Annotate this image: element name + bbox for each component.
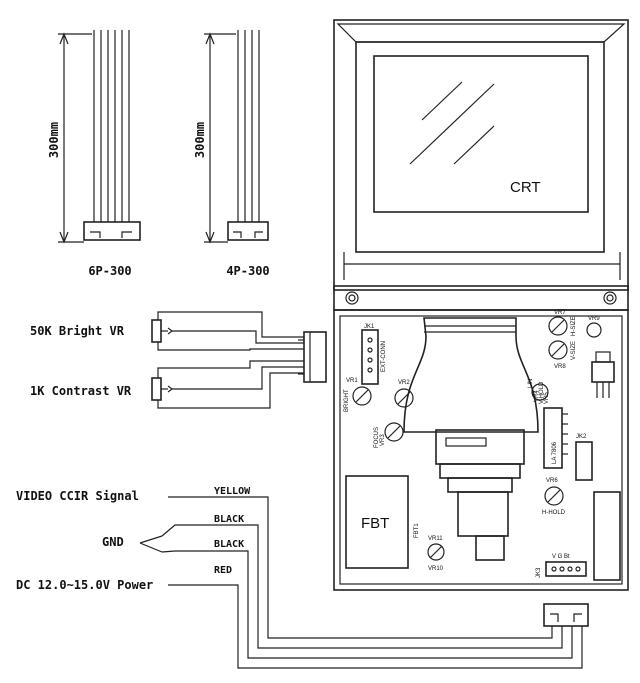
video-signal-label: VIDEO CCIR Signal [16,489,139,503]
vr10-label: VR10 [428,566,444,572]
vsize-label: V-SIZE [571,341,577,360]
monitor-board: CRT JK1 EXT-CONN VR1 BRI [333,19,629,591]
connector-jk1-plug [298,331,327,383]
bright-vr: 50K Bright VR [30,311,304,351]
jk2-label: JK2 [576,434,587,440]
cable-4p: 300mm 4P-300 [193,30,270,278]
fbt1-label: FBT1 [414,523,420,538]
wire-black1-label: BLACK [214,514,244,525]
wire-yellow-label: YELLOW [214,486,251,497]
hhold-label: H-HOLD [542,510,566,516]
power-wiring: VIDEO CCIR Signal GND DC 12.0~15.0V Powe… [16,486,589,669]
vr2-label: VR2 [398,380,410,386]
vr11-label: VR11 [428,536,443,542]
crt-label: CRT [510,179,541,196]
focus-label: FOCUS [374,427,380,448]
vr8-label: VR8 [554,364,566,370]
bright-vr-label: 50K Bright VR [30,324,125,338]
fbt-label: FBT [361,515,389,532]
jk3-label: JK3 [536,567,542,578]
hsize-label: H-SIZE [571,316,577,336]
ic-label: LA 7806 [552,441,558,464]
cable-4p-length: 300mm [193,122,207,158]
cable-4p-name: 4P-300 [226,264,269,278]
vhold-label: V-HOLD [539,381,545,404]
vr3-label: VR3 [380,434,386,446]
vr1-label: VR1 [346,378,358,384]
ext-conn-label: EXT-CONN [381,341,387,372]
gnd-label: GND [102,535,124,549]
contrast-vr: 1K Contrast VR [30,360,304,409]
bright-board-label: BRIGHT [344,389,350,412]
contrast-vr-label: 1K Contrast VR [30,384,132,398]
vr6-label: VR6 [546,478,558,484]
vr4-label: VR4 [534,390,540,402]
vr5-label: VR5 [544,392,550,404]
lin-label: LIN [528,379,534,388]
wire-red-label: RED [214,565,232,576]
cable-6p-length: 300mm [47,122,61,158]
cable-6p-name: 6P-300 [88,264,131,278]
power-label: DC 12.0~15.0V Power [16,578,153,592]
vr7-label: VR7 [554,310,566,316]
jk1-label: JK1 [364,324,375,330]
vr9-label: VR9 [588,316,600,322]
jk3-pins-label: V G Bt [552,554,570,560]
wire-black2-label: BLACK [214,539,244,550]
cable-6p: 300mm 6P-300 [47,30,141,278]
